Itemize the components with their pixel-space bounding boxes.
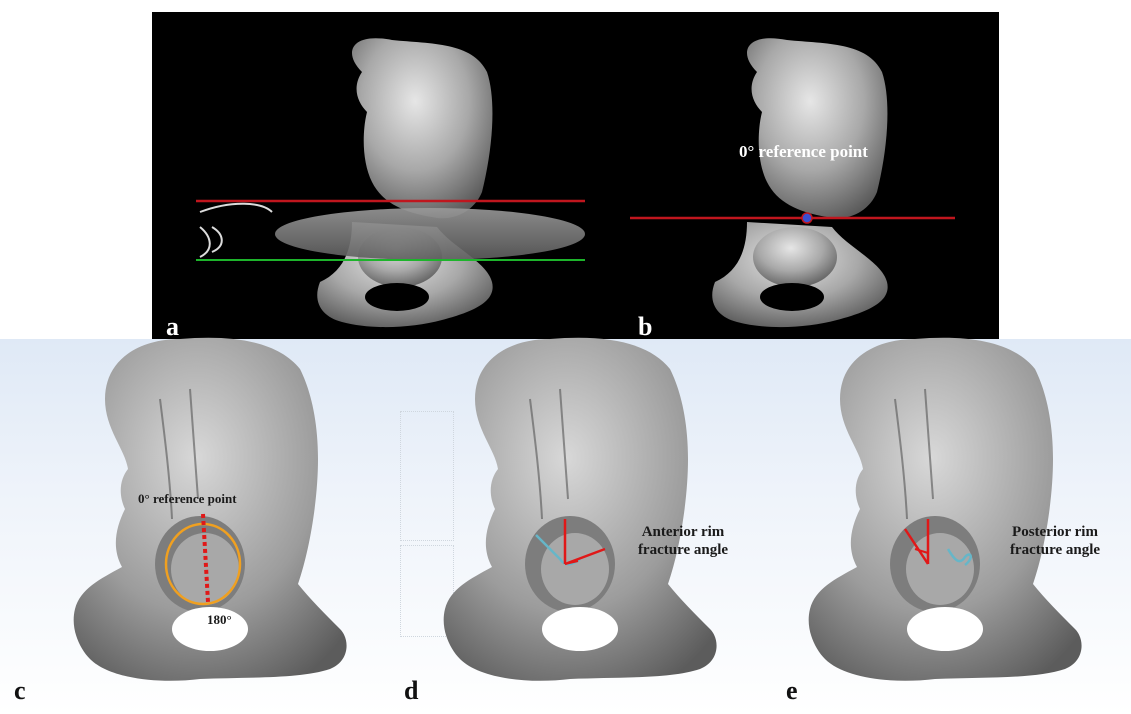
ct-slice-contour <box>200 204 272 257</box>
reference-point-marker <box>802 213 812 223</box>
anterior-label-line1: Anterior rim <box>628 523 738 541</box>
anterior-angle-label: Anterior rim fracture angle <box>628 523 738 559</box>
panel-b-bone <box>712 38 887 327</box>
panel-letter-b: b <box>638 312 652 342</box>
panel-letter-d: d <box>404 676 418 706</box>
posterior-angle-label: Posterior rim fracture angle <box>1000 523 1110 559</box>
panel-letter-c: c <box>14 676 26 706</box>
bottom-3d-panel: c d e 0° reference point 180° Anterior r… <box>0 339 1131 714</box>
top-panel-graphics <box>152 12 999 350</box>
anterior-label-line2: fracture angle <box>628 541 738 559</box>
posterior-label-line1: Posterior rim <box>1000 523 1110 541</box>
ct-slice-plane <box>275 208 585 260</box>
panel-d-pelvis <box>444 338 717 681</box>
panel-c-180-label: 180° <box>207 612 232 628</box>
posterior-label-line2: fracture angle <box>1000 541 1110 559</box>
panel-a-bone <box>317 38 492 327</box>
panel-e-pelvis <box>809 338 1082 681</box>
panel-letter-a: a <box>166 312 179 342</box>
bottom-panel-graphics <box>0 339 1131 714</box>
panel-c-reference-label: 0° reference point <box>138 491 237 507</box>
panel-letter-e: e <box>786 676 798 706</box>
panel-c-pelvis <box>74 338 347 681</box>
panel-b-reference-label: 0° reference point <box>739 142 868 162</box>
top-ct-panel: a b 0° reference point <box>152 12 999 350</box>
